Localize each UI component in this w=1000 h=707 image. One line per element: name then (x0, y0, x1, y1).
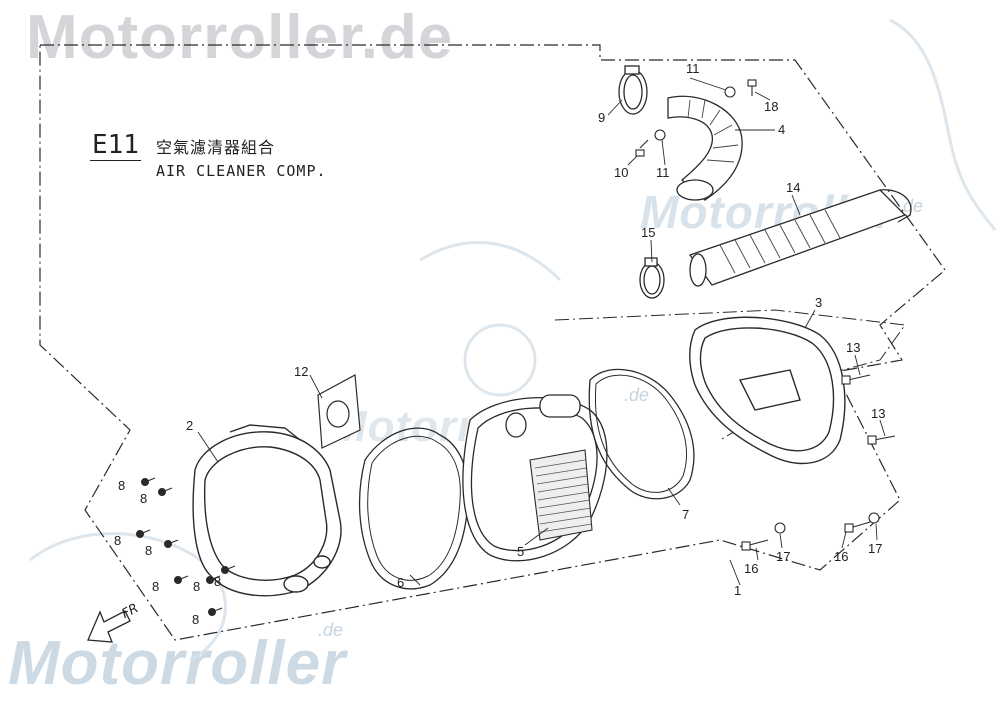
callout-8h: 8 (192, 612, 199, 627)
part-air-cleaner-case (192, 424, 342, 597)
callout-6: 6 (397, 575, 404, 590)
leader-lines (197, 77, 886, 586)
callout-16b: 16 (834, 549, 848, 564)
callout-3: 3 (815, 295, 822, 310)
callout-16a: 16 (744, 561, 758, 576)
callout-8b: 8 (140, 491, 147, 506)
callout-2: 2 (186, 418, 193, 433)
part-inlet-hose-4 (667, 95, 743, 201)
part-gasket-6-inner (367, 435, 461, 581)
front-direction-arrow (87, 610, 131, 643)
part-gasket-6 (358, 427, 469, 590)
screws-8 (136, 477, 236, 616)
callout-8g: 8 (214, 574, 221, 589)
callout-13a: 13 (846, 340, 860, 355)
part-clamp-9 (618, 65, 648, 115)
part-gasket-7-inner (594, 374, 687, 493)
watermark-scooter-art (29, 18, 997, 662)
callout-17a: 17 (776, 549, 790, 564)
callout-14: 14 (786, 180, 800, 195)
part-cleaner-cover (689, 316, 846, 465)
part-filter-element (529, 449, 593, 541)
watermark-suffix-center: .de (624, 385, 650, 405)
callout-17b: 17 (868, 541, 882, 556)
callout-8f: 8 (193, 579, 200, 594)
callout-11b: 11 (656, 165, 670, 180)
fasteners (635, 79, 896, 551)
watermark-top: Motorroller.de (26, 3, 454, 72)
callout-8c: 8 (114, 533, 121, 548)
diagram-title-english: AIR CLEANER COMP. (156, 162, 327, 180)
callout-4: 4 (778, 122, 785, 137)
part-plate-12 (317, 374, 361, 449)
callout-12: 12 (294, 364, 308, 379)
callout-15: 15 (641, 225, 655, 240)
part-gasket-7 (588, 368, 695, 500)
callout-8a: 8 (118, 478, 125, 493)
watermark-bottom: Motorroller (8, 629, 347, 698)
watermark-suffix-bottom: .de (318, 620, 344, 640)
callout-10: 10 (614, 165, 628, 180)
callout-13b: 13 (871, 406, 885, 421)
part-duct-14 (688, 189, 912, 287)
callout-9: 9 (598, 110, 605, 125)
callout-7: 7 (682, 507, 689, 522)
callout-5: 5 (517, 544, 524, 559)
callout-18: 18 (764, 99, 778, 114)
assembly-boundary (39, 44, 946, 641)
callout-8d: 8 (145, 543, 152, 558)
diagram-code: E11 (90, 130, 141, 161)
part-clamp-15 (639, 257, 665, 299)
callout-11a: 11 (686, 61, 700, 76)
callout-1: 1 (734, 583, 741, 598)
diagram-title-chinese: 空氣濾清器組合 (156, 138, 276, 157)
callout-8e: 8 (152, 579, 159, 594)
